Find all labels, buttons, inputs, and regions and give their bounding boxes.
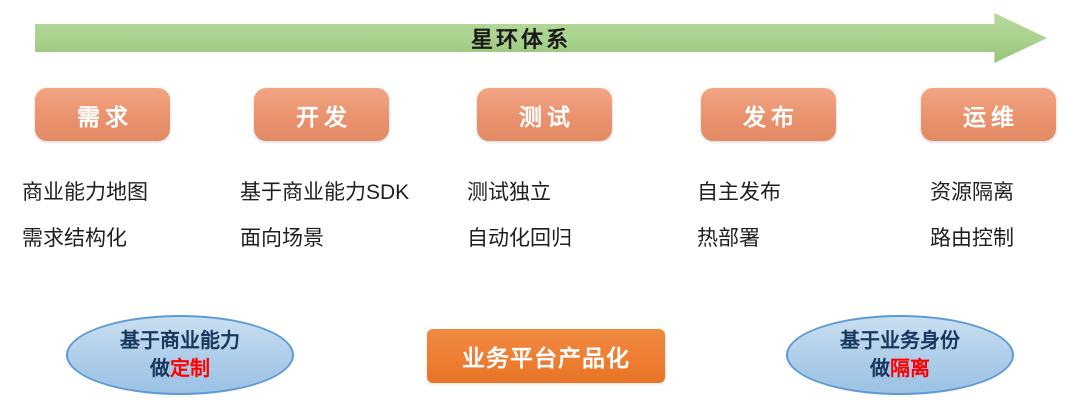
stage-badge-development: 开发 bbox=[254, 88, 389, 141]
ellipse-line1: 基于业务身份 bbox=[840, 330, 960, 352]
stage-badge-label: 开发 bbox=[296, 103, 352, 130]
stage-badge-label: 需求 bbox=[77, 103, 133, 130]
stage-badge-requirements: 需求 bbox=[35, 88, 170, 141]
stage-badge-label: 测试 bbox=[519, 103, 575, 130]
stage-point: 热部署 bbox=[697, 227, 760, 250]
ellipse-line1: 基于商业能力 bbox=[120, 330, 240, 352]
stage-point: 基于商业能力SDK bbox=[240, 181, 410, 204]
stage-badge-label: 运维 bbox=[963, 103, 1019, 130]
stage-point: 路由控制 bbox=[930, 227, 1014, 250]
stage-points-requirements: 商业能力地图 需求结构化 bbox=[22, 170, 148, 262]
process-arrow-label: 星环体系 bbox=[470, 27, 571, 52]
ellipse-line2-prefix: 做 bbox=[150, 358, 170, 380]
ellipse-line2-prefix: 做 bbox=[870, 358, 890, 380]
stage-point: 测试独立 bbox=[467, 181, 551, 204]
platform-productization-box: 业务平台产品化 bbox=[427, 329, 665, 383]
ellipse-line2-highlight: 定制 bbox=[170, 358, 210, 380]
stage-point: 商业能力地图 bbox=[22, 181, 148, 204]
stage-points-release: 自主发布 热部署 bbox=[697, 170, 781, 262]
stage-badge-testing: 测试 bbox=[477, 88, 612, 141]
ellipse-line2: 做隔离 bbox=[870, 355, 930, 383]
ellipse-line2-highlight: 隔离 bbox=[890, 358, 930, 380]
stage-point: 需求结构化 bbox=[22, 227, 127, 250]
stage-badge-operations: 运维 bbox=[921, 88, 1056, 141]
stage-point: 自动化回归 bbox=[467, 227, 572, 250]
ellipse-customization: 基于商业能力 做定制 bbox=[66, 315, 294, 395]
stage-point: 资源隔离 bbox=[930, 181, 1014, 204]
platform-productization-label: 业务平台产品化 bbox=[462, 345, 630, 371]
stage-badge-release: 发布 bbox=[701, 88, 836, 141]
stage-points-testing: 测试独立 自动化回归 bbox=[467, 170, 572, 262]
stage-badge-label: 发布 bbox=[743, 103, 799, 130]
stage-point: 自主发布 bbox=[697, 181, 781, 204]
stage-points-operations: 资源隔离 路由控制 bbox=[930, 170, 1014, 262]
ellipse-isolation: 基于业务身份 做隔离 bbox=[786, 315, 1014, 395]
stage-point: 面向场景 bbox=[240, 227, 324, 250]
stage-points-development: 基于商业能力SDK 面向场景 bbox=[240, 170, 409, 262]
process-arrow: 星环体系 bbox=[35, 13, 1047, 63]
ellipse-line2: 做定制 bbox=[150, 355, 210, 383]
